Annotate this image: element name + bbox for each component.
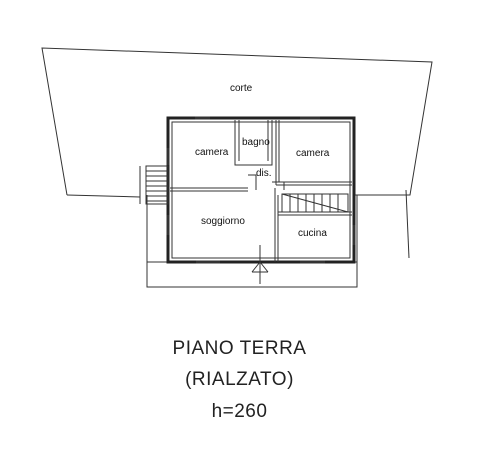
living-room-walls	[170, 187, 279, 262]
label-courtyard: corte	[230, 83, 253, 94]
caption-level: (RIALZATO)	[185, 369, 294, 390]
label-living-room: soggiorno	[201, 216, 245, 227]
caption-height: h=260	[211, 401, 268, 422]
entrance-arrow	[251, 245, 269, 284]
interior-stairs	[281, 193, 349, 213]
courtyard-boundary	[41, 47, 433, 196]
exterior-stairs	[139, 165, 169, 205]
label-bathroom: bagno	[242, 137, 270, 148]
bathroom-walls	[234, 120, 273, 166]
caption-floor: PIANO TERRA	[172, 338, 307, 359]
courtyard-right-edge	[405, 189, 410, 259]
label-bedroom-right: camera	[296, 148, 330, 159]
label-bedroom-left: camera	[195, 147, 229, 158]
courtyard-left-edge	[66, 194, 141, 198]
label-hallway: dis.	[256, 168, 272, 179]
label-kitchen: cucina	[298, 228, 327, 239]
terrace-outline	[146, 261, 358, 288]
